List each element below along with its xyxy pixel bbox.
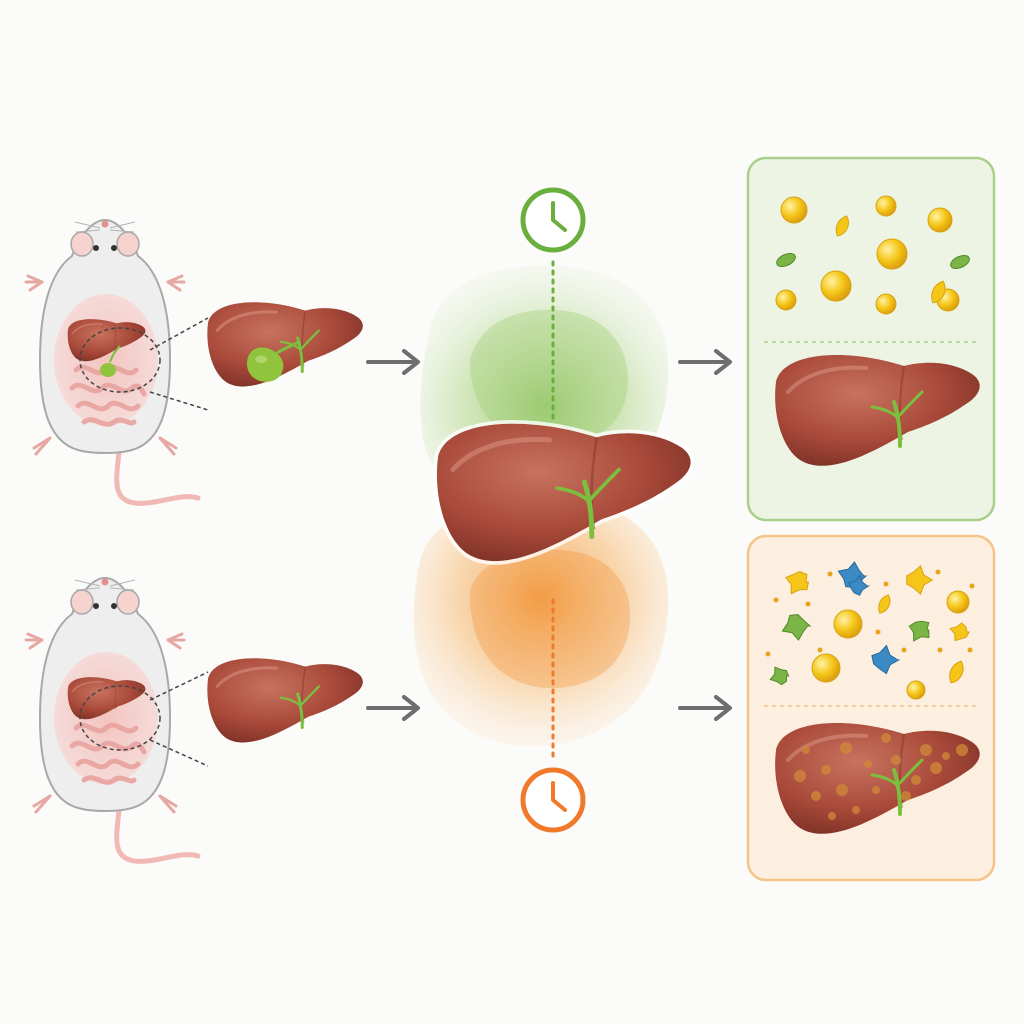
particle-blob-3 bbox=[781, 614, 812, 641]
particle-blob-13 bbox=[949, 622, 970, 642]
top-flow-arrow-1 bbox=[366, 349, 420, 375]
liver-spot bbox=[920, 744, 932, 756]
particle-droplet-9 bbox=[811, 653, 841, 683]
liver-spot bbox=[821, 765, 831, 775]
particle-dot bbox=[883, 581, 889, 587]
particle-droplet-12 bbox=[906, 680, 926, 700]
particle-dot bbox=[817, 647, 823, 653]
liver-spot bbox=[942, 752, 950, 760]
liver-spot bbox=[840, 742, 852, 754]
center-liver bbox=[433, 420, 695, 565]
liver-spot bbox=[802, 746, 810, 754]
particle-dot bbox=[937, 647, 943, 653]
particle-dot bbox=[969, 583, 975, 589]
zoom-line-upper-2 bbox=[149, 671, 209, 701]
particle-dot bbox=[773, 597, 779, 603]
liver-spot bbox=[881, 733, 891, 743]
particle-blob-14 bbox=[848, 574, 871, 596]
liver-spot bbox=[864, 760, 872, 768]
clock-icon bbox=[520, 187, 586, 253]
bottom-liver bbox=[205, 656, 365, 745]
healthy-particles bbox=[775, 195, 970, 315]
particle-dot bbox=[901, 647, 907, 653]
particle-blob-0 bbox=[785, 571, 810, 595]
liver-spot bbox=[794, 770, 806, 782]
mouse-gallbladder bbox=[100, 363, 116, 377]
liver-spot bbox=[811, 791, 821, 801]
liver-spot bbox=[891, 755, 901, 765]
liver-spot bbox=[956, 744, 968, 756]
particle-dot bbox=[967, 647, 973, 653]
particle-droplet-4 bbox=[833, 609, 863, 639]
particle-droplet-0 bbox=[780, 196, 808, 224]
particle-droplet-3 bbox=[927, 207, 953, 233]
top-mouse bbox=[26, 220, 198, 503]
gallbladder bbox=[246, 347, 284, 382]
particle-blob-6 bbox=[908, 620, 930, 642]
particle-droplet-2 bbox=[875, 195, 897, 217]
diseased-panel bbox=[746, 534, 996, 882]
particle-blob-8 bbox=[871, 644, 901, 675]
liver-spot bbox=[901, 791, 911, 801]
liver-spot bbox=[872, 786, 880, 794]
bottom-flow-arrow-1 bbox=[366, 695, 420, 721]
particle-dot bbox=[827, 571, 833, 577]
particle-droplet-8 bbox=[820, 270, 852, 302]
particle-droplet-7 bbox=[775, 289, 797, 311]
particle-leaf-4 bbox=[776, 252, 796, 268]
particle-droplet-9 bbox=[875, 293, 897, 315]
liver-spots bbox=[794, 733, 968, 820]
particle-dot bbox=[805, 601, 811, 607]
liver-spot bbox=[852, 806, 860, 814]
particle-flake-11 bbox=[931, 280, 946, 304]
particle-blob-10 bbox=[769, 666, 790, 686]
bottom-flow-arrow-2 bbox=[678, 695, 732, 721]
healthy-panel bbox=[746, 156, 996, 522]
clock-icon-orange bbox=[520, 767, 586, 833]
particle-flake-1 bbox=[835, 215, 849, 237]
zoom-line-lower bbox=[149, 391, 209, 411]
particle-blob-2 bbox=[906, 565, 934, 595]
particle-leaf-6 bbox=[950, 254, 970, 270]
particle-dot bbox=[875, 629, 881, 635]
liver-spot bbox=[911, 775, 921, 785]
zoom-line-lower-2 bbox=[149, 739, 209, 767]
liver-spot bbox=[836, 784, 848, 796]
bottom-mouse bbox=[26, 578, 198, 861]
particle-flake-5 bbox=[878, 594, 891, 614]
top-liver-with-gallbladder bbox=[205, 300, 365, 389]
liver-spot bbox=[828, 812, 836, 820]
particle-dot bbox=[765, 651, 771, 657]
particle-dot bbox=[935, 569, 941, 575]
particle-flake-11 bbox=[949, 660, 964, 684]
liver-spot bbox=[930, 762, 942, 774]
top-flow-arrow-2 bbox=[678, 349, 732, 375]
particle-droplet-7 bbox=[946, 590, 970, 614]
diseased-liver bbox=[773, 721, 982, 836]
particle-droplet-5 bbox=[876, 238, 908, 270]
diseased-particles bbox=[765, 561, 975, 700]
